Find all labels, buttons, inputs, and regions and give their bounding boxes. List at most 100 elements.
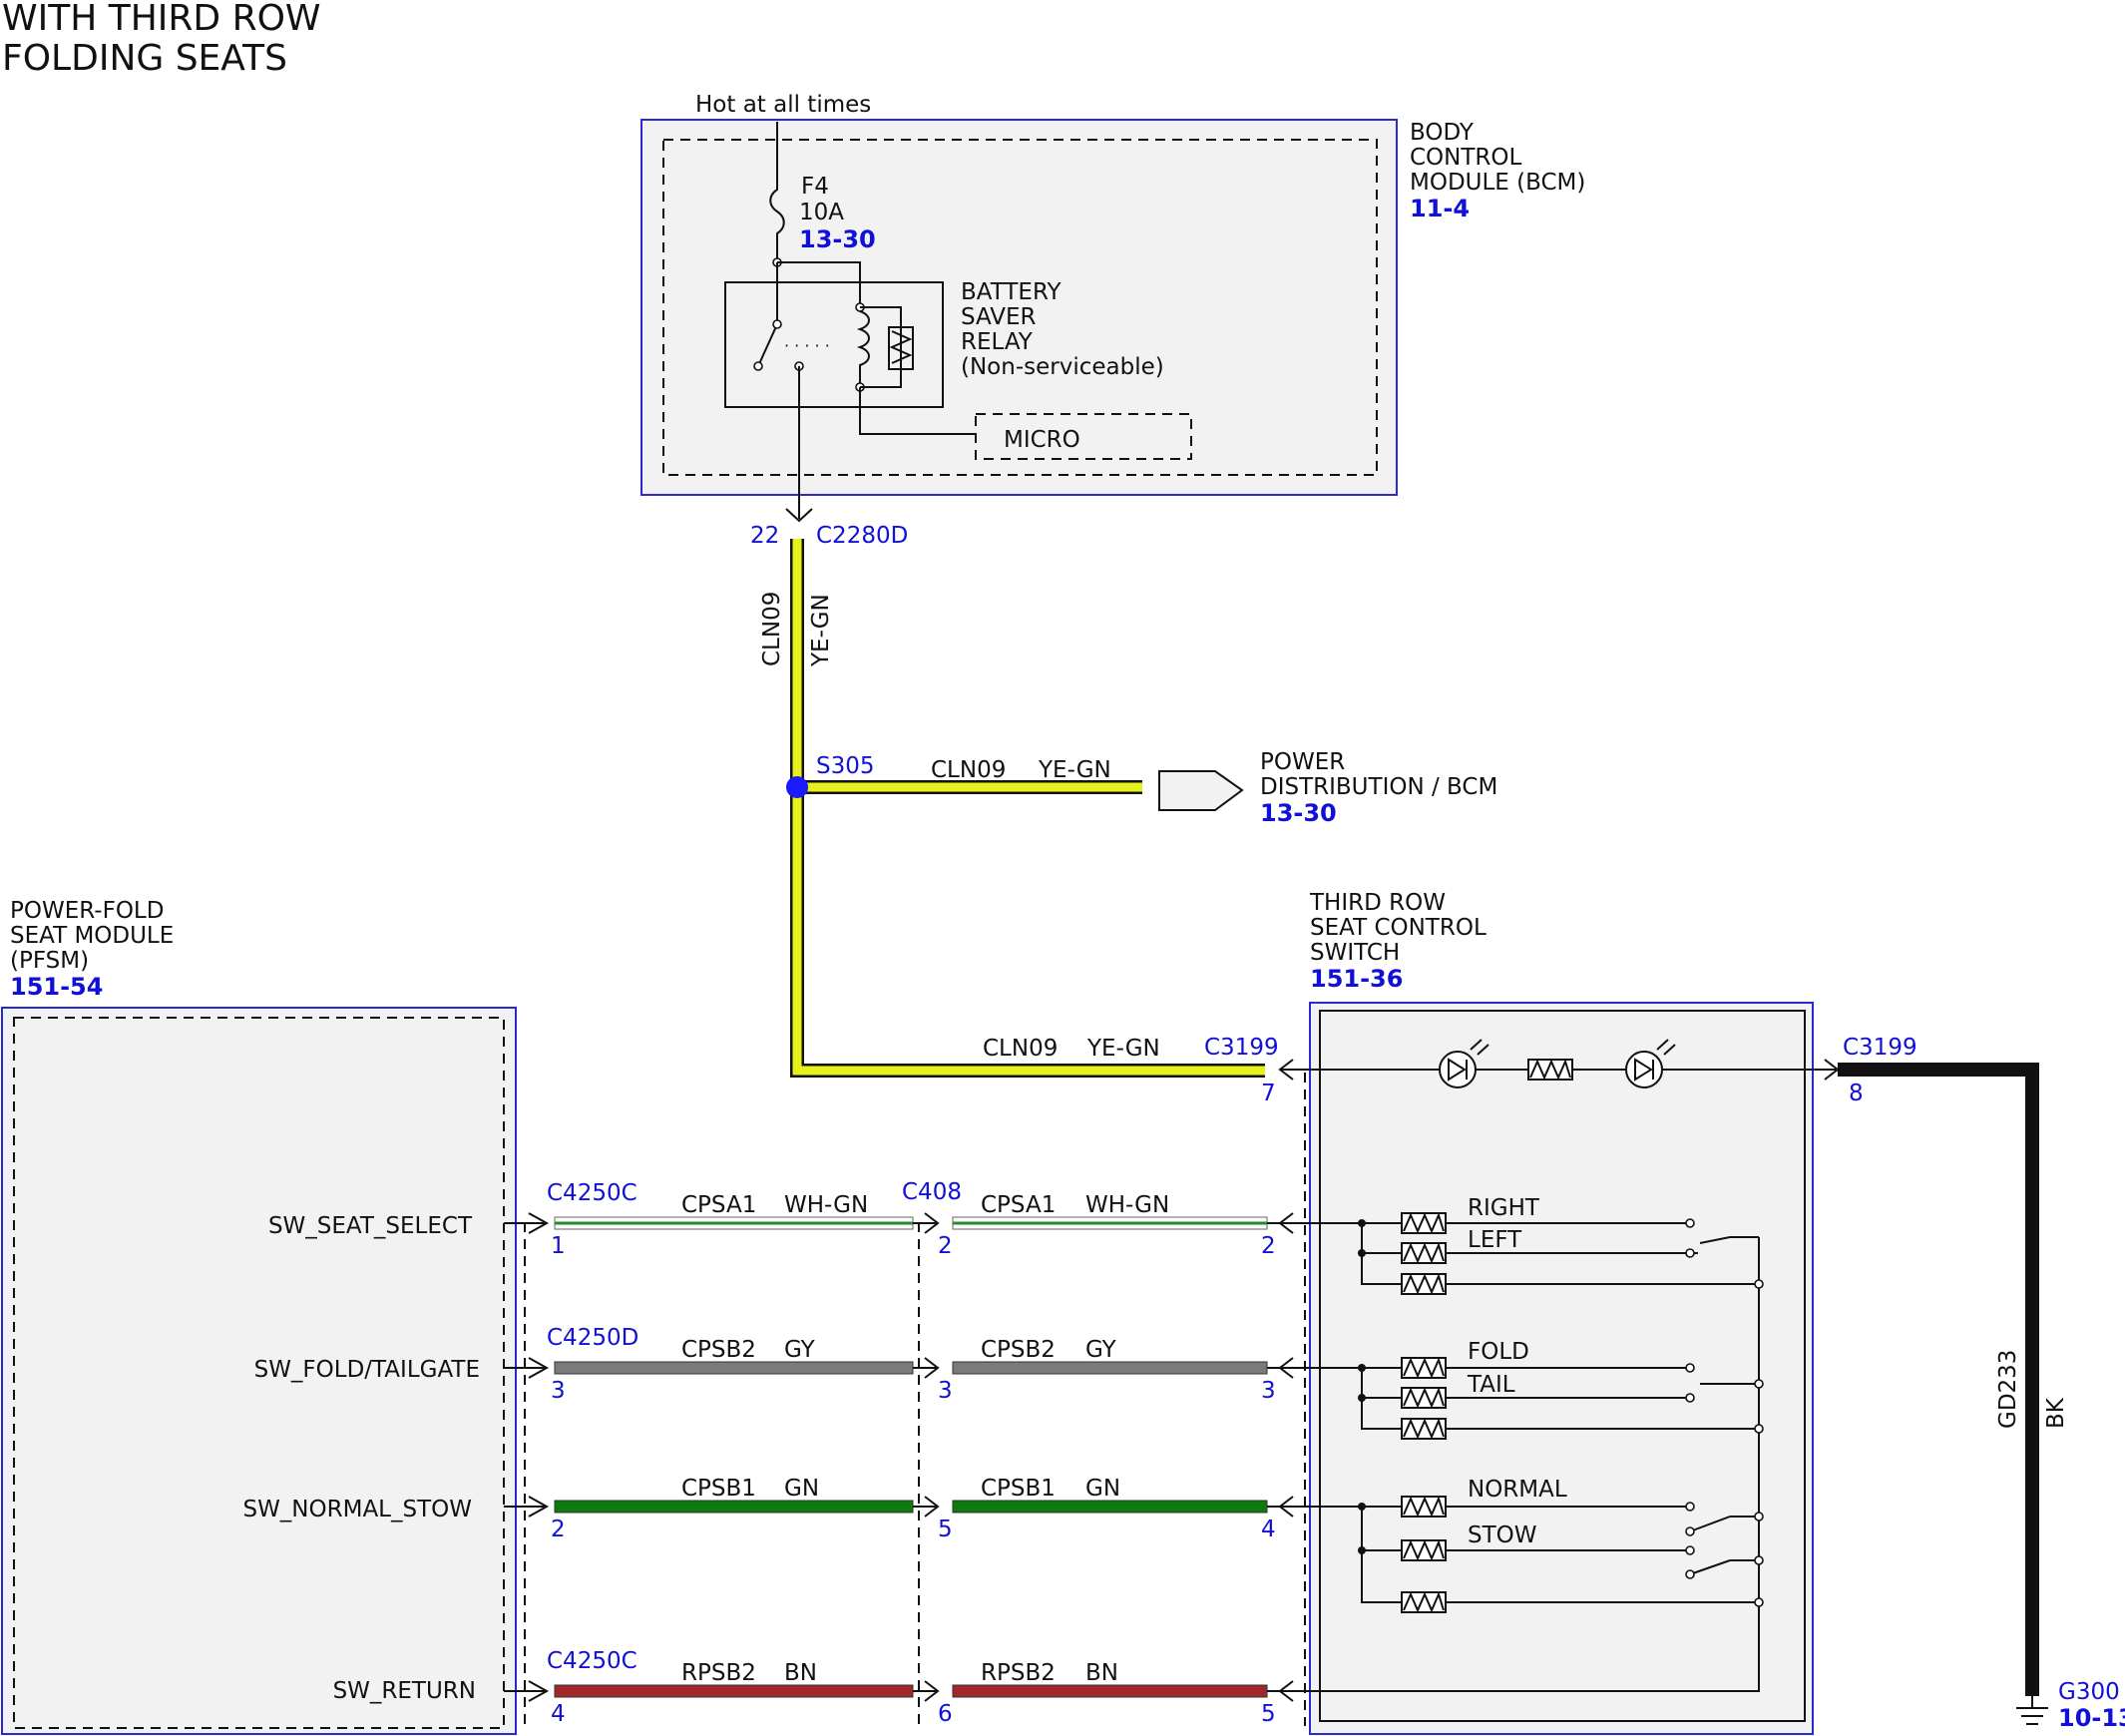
color-a: BN <box>784 1660 817 1686</box>
relay-link: · · · · · <box>784 336 830 355</box>
circuit-b: RPSB2 <box>981 1660 1056 1686</box>
switch-ref[interactable]: 151-36 <box>1310 965 1403 993</box>
title-line-2: FOLDING SEATS <box>2 38 287 79</box>
ground-icon <box>2016 1696 2048 1725</box>
ye-gn-feed <box>790 539 1265 1078</box>
bcm-name-3: MODULE (BCM) <box>1410 170 1585 196</box>
c3199-in-pin: 7 <box>1261 1081 1276 1106</box>
relay-coil <box>856 310 870 387</box>
bottom-circuit: CLN09 <box>983 1036 1058 1062</box>
pfsm-name-1: POWER-FOLD <box>10 898 164 924</box>
wire-segment <box>554 1361 914 1375</box>
bcm-ref[interactable]: 11-4 <box>1410 195 1470 222</box>
fuse-f4 <box>769 122 785 262</box>
switch-resistors <box>1401 1212 1447 1613</box>
circuit-a: CPSB2 <box>681 1337 756 1363</box>
signal-normal-stow: SW_NORMAL_STOW <box>242 1497 472 1522</box>
pfsm-connector <box>528 1212 550 1234</box>
label-fold: FOLD <box>1468 1339 1529 1365</box>
pfsm-inner-boundary <box>13 1017 505 1729</box>
relay-name-1: BATTERY <box>961 279 1062 305</box>
pfsm-connector-label: C4250C <box>547 1180 638 1206</box>
destination-arrow <box>1158 770 1244 811</box>
dest-ref[interactable]: 13-30 <box>1260 799 1337 827</box>
pfsm-connector <box>528 1680 550 1702</box>
label-stow: STOW <box>1468 1522 1537 1548</box>
switch-inner-boundary <box>1319 1010 1806 1722</box>
c408-label: C408 <box>902 1179 962 1205</box>
switch-pin: 3 <box>1261 1378 1276 1404</box>
wire-segment <box>952 1684 1268 1698</box>
bcm-name-2: CONTROL <box>1410 145 1522 171</box>
wire-segment <box>952 1500 1268 1514</box>
pfsm-name-2: SEAT MODULE <box>10 923 174 949</box>
feed-color: YE-GN <box>808 594 834 667</box>
bcm-name-1: BODY <box>1410 120 1475 146</box>
label-tail: TAIL <box>1467 1372 1515 1398</box>
c408-connector <box>924 1680 940 1702</box>
fuse-ref[interactable]: 13-30 <box>799 225 876 253</box>
switch-connector <box>1278 1680 1294 1702</box>
c2280d-label: C2280D <box>816 523 908 549</box>
illumination-led-2-icon <box>1625 1051 1663 1088</box>
relay-diode <box>888 326 914 370</box>
color-a: GN <box>784 1476 819 1502</box>
pfsm-pin: 4 <box>551 1701 566 1727</box>
circuit-a: CPSA1 <box>681 1192 756 1218</box>
c3199-out-label: C3199 <box>1843 1035 1917 1061</box>
circuit-a: CPSB1 <box>681 1476 756 1502</box>
c408-pin: 6 <box>938 1701 953 1727</box>
c408-connector <box>924 1212 940 1234</box>
switch-pin: 2 <box>1261 1233 1276 1259</box>
wire-segment <box>554 1684 914 1698</box>
body-control-module: Hot at all times BODY CONTROL MODULE (BC… <box>640 92 1585 519</box>
splice-label: S305 <box>816 753 875 779</box>
illumination-led-1-icon <box>1439 1051 1477 1088</box>
label-normal: NORMAL <box>1468 1477 1567 1503</box>
color-a: GY <box>784 1337 816 1363</box>
pfsm-pin: 3 <box>551 1378 566 1404</box>
switch-pin: 5 <box>1261 1701 1276 1727</box>
pfsm-connector-label: C4250D <box>547 1325 638 1351</box>
pfsm-connector-label: C4250C <box>547 1648 638 1674</box>
fuse-rating: 10A <box>799 200 844 225</box>
circuit-a: RPSB2 <box>681 1660 756 1686</box>
color-b: GN <box>1085 1476 1120 1502</box>
c2280d-connector <box>785 508 813 523</box>
ground-color: BK <box>2043 1397 2069 1429</box>
bcm-frame <box>640 119 1398 496</box>
third-row-seat-control-switch: THIRD ROW SEAT CONTROL SWITCH 151-36 RIG… <box>1280 890 1836 1735</box>
switch-connector <box>1278 1357 1294 1379</box>
pfsm-ref[interactable]: 151-54 <box>10 973 103 1001</box>
signal-seat-select: SW_SEAT_SELECT <box>268 1213 473 1239</box>
c408-pin: 5 <box>938 1517 953 1542</box>
feed-circuit: CLN09 <box>759 592 785 666</box>
ground-wire-bk <box>1838 1063 2039 1696</box>
label-right: RIGHT <box>1468 1195 1540 1221</box>
switch-name-2: SEAT CONTROL <box>1310 915 1487 941</box>
color-a: WH-GN <box>784 1192 868 1218</box>
pfsm-connector <box>528 1357 550 1379</box>
label-left: LEFT <box>1468 1227 1522 1253</box>
battery-saver-relay <box>724 281 944 408</box>
bcm-inner-boundary <box>662 139 1378 476</box>
switch-pin: 4 <box>1261 1517 1276 1542</box>
signal-fold-tailgate: SW_FOLD/TAILGATE <box>254 1357 480 1383</box>
c3199-out-pin: 8 <box>1849 1081 1864 1106</box>
relay-name-3: RELAY <box>961 329 1034 355</box>
ground-ref[interactable]: 10-13 <box>2058 1704 2125 1732</box>
c2280d-pin: 22 <box>750 523 779 549</box>
switch-name-3: SWITCH <box>1310 940 1400 966</box>
bottom-color: YE-GN <box>1086 1036 1160 1062</box>
switch-name-1: THIRD ROW <box>1309 890 1446 916</box>
color-b: WH-GN <box>1085 1192 1169 1218</box>
wire-segment <box>554 1500 914 1514</box>
c408-connector <box>924 1496 940 1518</box>
relay-name-2: SAVER <box>961 304 1037 330</box>
power-fold-seat-module: POWER-FOLD SEAT MODULE (PFSM) 151-54 SW_… <box>1 898 517 1735</box>
switch-connector <box>1278 1212 1294 1234</box>
color-b: GY <box>1085 1337 1117 1363</box>
supply-label: Hot at all times <box>695 92 871 118</box>
c408-pin: 2 <box>938 1233 953 1259</box>
